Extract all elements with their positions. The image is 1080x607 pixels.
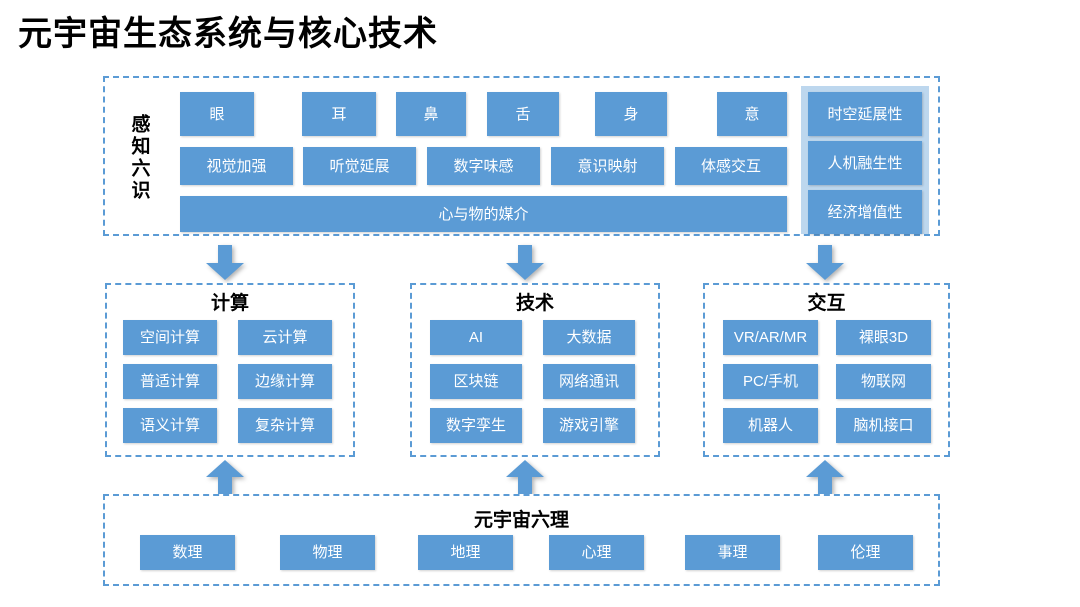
group-compute-item-1[interactable]: 云计算 (238, 320, 332, 355)
attribute-tile-0[interactable]: 时空延展性 (808, 92, 922, 136)
perception-side-label: 感知六识 (128, 114, 150, 202)
group-interaction-item-1[interactable]: 裸眼3D (836, 320, 931, 355)
arrow-up-icon-compute (205, 459, 245, 495)
foundation-item-2[interactable]: 地理 (418, 535, 513, 570)
arrow-down-icon-tech (505, 245, 545, 281)
foundation-item-4[interactable]: 事理 (685, 535, 780, 570)
sense-tile-4[interactable]: 身 (595, 92, 667, 136)
foundation-item-5[interactable]: 伦理 (818, 535, 913, 570)
group-compute-title: 计算 (210, 293, 249, 314)
group-technology-item-3[interactable]: 网络通讯 (543, 364, 635, 399)
page-title: 元宇宙生态系统与核心技术 (18, 15, 438, 53)
group-interaction-item-4[interactable]: 机器人 (723, 408, 818, 443)
extension-tile-2[interactable]: 数字味感 (427, 147, 540, 185)
foundation-section (103, 494, 940, 586)
group-compute-item-2[interactable]: 普适计算 (123, 364, 217, 399)
arrow-down-icon-interact (805, 245, 845, 281)
foundation-item-0[interactable]: 数理 (140, 535, 235, 570)
group-compute-item-4[interactable]: 语义计算 (123, 408, 217, 443)
group-compute-item-0[interactable]: 空间计算 (123, 320, 217, 355)
attribute-tile-2[interactable]: 经济增值性 (808, 190, 922, 234)
sense-tile-0[interactable]: 眼 (180, 92, 254, 136)
foundation-item-3[interactable]: 心理 (549, 535, 644, 570)
group-technology-item-4[interactable]: 数字孪生 (430, 408, 522, 443)
group-interaction-item-5[interactable]: 脑机接口 (836, 408, 931, 443)
group-compute-item-3[interactable]: 边缘计算 (238, 364, 332, 399)
group-interaction-item-2[interactable]: PC/手机 (723, 364, 818, 399)
extension-tile-4[interactable]: 体感交互 (675, 147, 787, 185)
group-technology-item-0[interactable]: AI (430, 320, 522, 355)
sense-tile-3[interactable]: 舌 (487, 92, 559, 136)
sense-tile-2[interactable]: 鼻 (396, 92, 466, 136)
group-compute-item-5[interactable]: 复杂计算 (238, 408, 332, 443)
arrow-up-icon-tech (505, 459, 545, 495)
attribute-tile-1[interactable]: 人机融生性 (808, 141, 922, 185)
extension-tile-3[interactable]: 意识映射 (551, 147, 664, 185)
group-interaction-item-0[interactable]: VR/AR/MR (723, 320, 818, 355)
sense-tile-5[interactable]: 意 (717, 92, 787, 136)
group-technology-item-1[interactable]: 大数据 (543, 320, 635, 355)
group-technology-item-2[interactable]: 区块链 (430, 364, 522, 399)
extension-tile-0[interactable]: 视觉加强 (180, 147, 293, 185)
extension-tile-1[interactable]: 听觉延展 (303, 147, 416, 185)
group-interaction-title: 交互 (807, 293, 846, 314)
group-technology-item-5[interactable]: 游戏引擎 (543, 408, 635, 443)
arrow-down-icon-compute (205, 245, 245, 281)
foundation-title: 元宇宙六理 (473, 510, 569, 531)
group-technology-title: 技术 (515, 293, 554, 314)
sense-tile-1[interactable]: 耳 (302, 92, 376, 136)
arrow-up-icon-interact (805, 459, 845, 495)
foundation-item-1[interactable]: 物理 (280, 535, 375, 570)
medium-bar[interactable]: 心与物的媒介 (180, 196, 787, 232)
group-interaction-item-3[interactable]: 物联网 (836, 364, 931, 399)
